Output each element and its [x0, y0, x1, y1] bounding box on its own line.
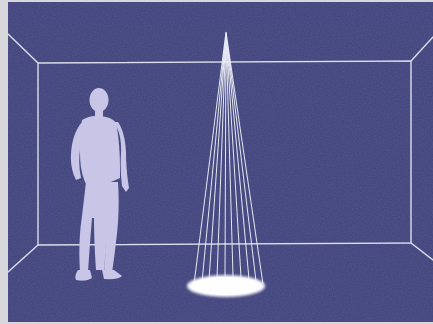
- illustration-panel: [8, 2, 433, 322]
- light-spot-core: [191, 277, 261, 295]
- room-illustration: [8, 2, 433, 322]
